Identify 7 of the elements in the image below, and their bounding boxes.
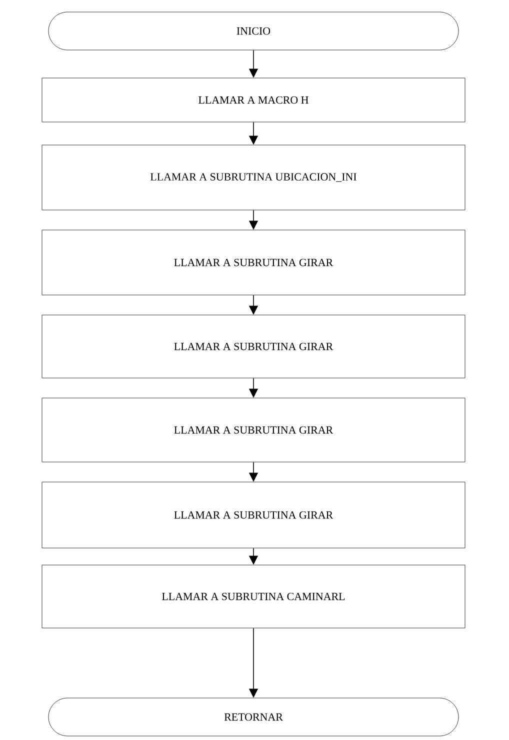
process-box: LLAMAR A SUBRUTINA GIRAR — [42, 482, 466, 548]
process-box: LLAMAR A SUBRUTINA GIRAR — [42, 314, 466, 378]
process-box: LLAMAR A SUBRUTINA GIRAR — [42, 398, 466, 462]
process-box: LLAMAR A SUBRUTINA UBICACION_INI — [42, 144, 466, 210]
process-box: LLAMAR A MACRO H — [42, 78, 466, 122]
process-box: LLAMAR A SUBRUTINA GIRAR — [42, 230, 466, 296]
process-box: LLAMAR A SUBRUTINA CAMINARL — [42, 564, 466, 628]
